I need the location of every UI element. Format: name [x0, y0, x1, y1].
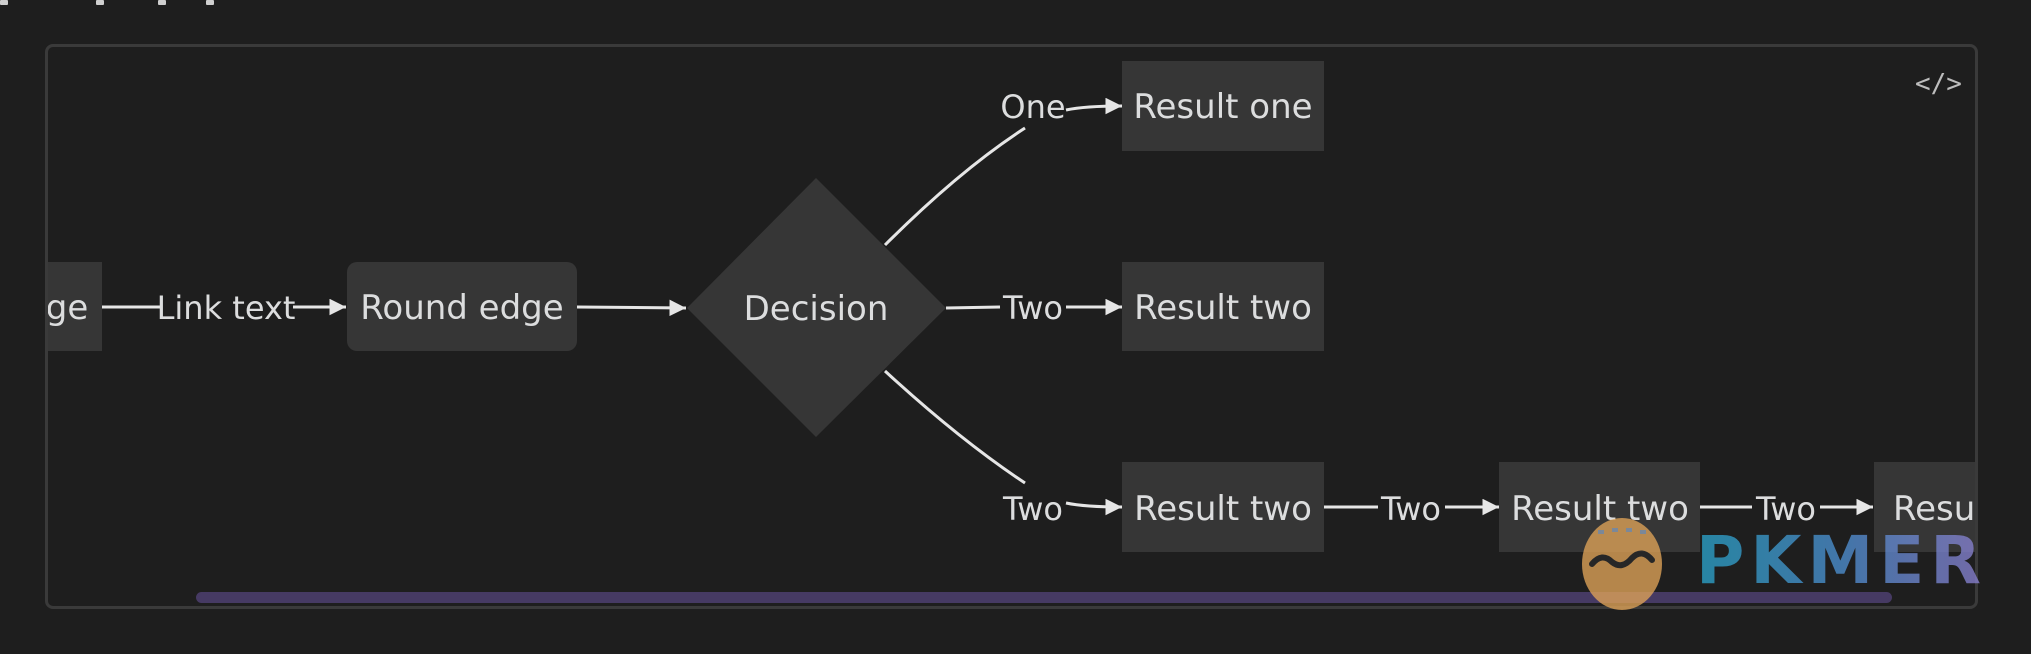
top-cropped-content [0, 0, 260, 6]
edge-label-one: One [1000, 88, 1065, 126]
pkmer-watermark: PKMER [1578, 508, 1998, 618]
watermark-text: PKMER [1696, 522, 1988, 599]
edge-label-two-chain-2: Two [1755, 490, 1816, 528]
node-round-edge-label: Round edge [360, 288, 563, 328]
edge-label-two-bottom: Two [1002, 490, 1063, 528]
node-result-one-label: Result one [1133, 87, 1312, 127]
mascot-icon [1582, 518, 1662, 610]
node-result-one [1122, 61, 1324, 151]
node-decision-label: Decision [744, 289, 889, 329]
node-result-last-label: Result [1893, 489, 1998, 529]
node-start-label: ge [46, 288, 89, 328]
edge-decision-to-one [883, 126, 1026, 247]
edge-round-to-decision [576, 299, 687, 317]
edge-label-link-text: Link text [157, 289, 296, 327]
edge-label-two-mid: Two [1002, 289, 1063, 327]
node-start [48, 262, 102, 351]
edge-decision-to-two-mid [945, 305, 1001, 310]
horizontal-scrollbar[interactable] [196, 592, 1892, 603]
node-result-two-bottom [1122, 462, 1324, 552]
edge-two-bottom-to-result-arrow [1065, 498, 1123, 516]
node-result-two-mid [1122, 262, 1324, 351]
edge-one-to-result-one-arrow [1065, 97, 1123, 115]
code-icon[interactable]: </> [1915, 69, 1962, 99]
node-result-two-bottom-label: Result two [1134, 489, 1312, 529]
node-result-last [1874, 462, 1975, 552]
node-round-edge [347, 262, 577, 351]
edge-decision-to-two-bottom [883, 369, 1026, 485]
edge-label-two-chain-1: Two [1380, 490, 1441, 528]
node-decision [687, 178, 946, 437]
node-result-two-chain-label: Result two [1511, 489, 1689, 529]
node-result-two-mid-label: Result two [1134, 288, 1312, 328]
